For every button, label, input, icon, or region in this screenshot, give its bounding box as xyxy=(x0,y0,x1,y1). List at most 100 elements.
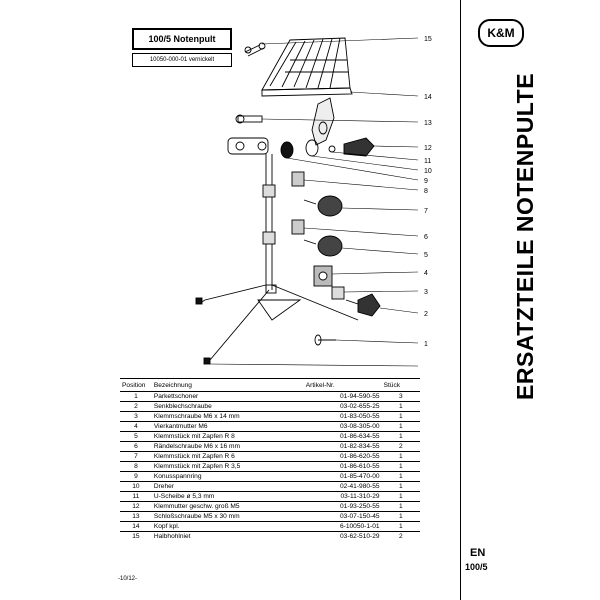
callout-label: 5 xyxy=(424,252,428,259)
table-cell-pos: 14 xyxy=(120,521,152,532)
table-cell-desc: Kopf kpl. xyxy=(151,521,304,532)
column-header: Bezeichnung xyxy=(151,378,304,392)
callout-numbers: 15 14 13 12 11 10 9 8 7 6 5 4 3 2 1 xyxy=(424,36,432,348)
callout-label: 10 xyxy=(424,168,432,175)
logo-badge: K&M xyxy=(478,19,524,47)
table-cell-qty: 1 xyxy=(381,521,420,532)
table-cell-art: 03-02-655-25 xyxy=(303,401,382,412)
music-desk-drawing xyxy=(244,37,353,97)
logo-text: K&M xyxy=(487,26,515,40)
product-title: 100/5 Notenpult xyxy=(148,34,216,44)
table-cell-desc: Senkblechschraube xyxy=(151,401,304,412)
callout-label: 15 xyxy=(424,36,432,43)
table-cell-qty: 2 xyxy=(381,441,420,452)
table-cell-art: 01-82-834-55 xyxy=(303,441,382,452)
brand-logo: K&M xyxy=(478,19,524,47)
language-code: EN xyxy=(470,547,486,559)
table-cell-qty: 1 xyxy=(381,481,420,492)
table-cell-art: 03-62-510-29 xyxy=(303,531,382,541)
callout-label: 9 xyxy=(424,178,428,185)
product-title-box: 100/5 Notenpult xyxy=(132,28,232,50)
column-header: Position xyxy=(120,378,152,392)
callout-label: 7 xyxy=(424,208,428,215)
table-cell-desc: Parkettschoner xyxy=(153,393,199,400)
table-cell-desc: Klemmstück mit Zapfen R 6 xyxy=(151,451,304,462)
table-cell-art: 01-85-470-00 xyxy=(303,471,382,482)
table-cell-art: 01-86-634-55 xyxy=(303,431,382,442)
table-cell-pos: 15 xyxy=(120,531,152,541)
table-cell-qty: 1 xyxy=(381,491,420,502)
page-number: -10/12- xyxy=(118,576,138,582)
side-clamps-drawing xyxy=(291,171,333,287)
table-cell-art: 01-86-620-55 xyxy=(303,451,382,462)
table-cell-pos: 7 xyxy=(120,451,152,462)
table-cell-qty: 1 xyxy=(381,461,420,472)
table-cell-pos: 10 xyxy=(120,481,152,492)
table-cell-art: 02-41-980-55 xyxy=(303,481,382,492)
table-cell-art: 01-83-050-55 xyxy=(303,411,382,422)
nut-screw-drawing xyxy=(331,286,381,317)
callout-label: 11 xyxy=(424,158,431,165)
table-cell-desc: Dreher xyxy=(151,481,304,492)
table-cell-pos: 11 xyxy=(120,491,152,502)
table-cell-desc: Klemmschraube M6 x 14 mm xyxy=(151,411,304,422)
table-cell-qty: 1 xyxy=(381,511,420,522)
table-cell-qty: 1 xyxy=(381,421,420,432)
table-cell-desc: Konusspannring xyxy=(151,471,304,482)
callout-label: 14 xyxy=(424,94,432,101)
table-cell-art: 01-93-250-55 xyxy=(303,501,382,512)
table-cell-qty: 2 xyxy=(381,531,420,541)
table-cell-art: 6-10050-1-01 xyxy=(303,521,382,532)
table-cell-pos: 13 xyxy=(120,511,152,522)
product-variant-box: 10050-000-01 vernickelt xyxy=(132,53,232,67)
product-variant: 10050-000-01 vernickelt xyxy=(149,57,215,63)
table-cell-pos: 6 xyxy=(120,441,152,452)
callout-label: 12 xyxy=(424,145,432,152)
table-cell-qty: 3 xyxy=(398,393,403,400)
callout-label: 13 xyxy=(424,120,432,127)
callout-label: 4 xyxy=(424,270,428,277)
head-drawing xyxy=(311,97,335,146)
callout-label: 2 xyxy=(424,311,428,318)
sheet-screw-drawing xyxy=(314,334,336,346)
leader-lines xyxy=(209,37,419,367)
table-cell-desc: Rändelschraube M6 x 16 mm xyxy=(151,441,304,452)
column-header: Artikel-Nr. xyxy=(303,378,382,392)
table-cell-qty: 1 xyxy=(381,411,420,422)
bolt-drawing xyxy=(235,114,263,124)
table-cell-pos: 12 xyxy=(120,501,152,512)
callout-label: 1 xyxy=(424,341,428,348)
model-code: 100/5 xyxy=(465,562,488,572)
table-cell-pos: 3 xyxy=(120,411,152,422)
vertical-title: ERSATZTEILE NOTENPULTE xyxy=(512,72,538,400)
table-cell-qty: 1 xyxy=(381,451,420,462)
table-cell-pos: 2 xyxy=(120,401,152,412)
table-cell-pos: 9 xyxy=(120,471,152,482)
exploded-diagram: 15 14 13 12 11 10 9 8 7 6 5 4 3 2 1 xyxy=(195,36,432,367)
table-cell-art: 03-07-150-45 xyxy=(303,511,382,522)
table-cell-desc: Klemmstück mit Zapfen R 3,5 xyxy=(151,461,304,472)
table-cell-qty: 1 xyxy=(381,471,420,482)
table-cell-qty: 1 xyxy=(381,401,420,412)
table-cell-desc: U-Scheibe ø 5,3 mm xyxy=(151,491,304,502)
top-clamp-drawing xyxy=(227,137,269,155)
table-cell-pos: 5 xyxy=(120,431,152,442)
callout-label: 6 xyxy=(424,234,428,241)
table-cell-art: 01-94-590-55 xyxy=(339,393,380,400)
